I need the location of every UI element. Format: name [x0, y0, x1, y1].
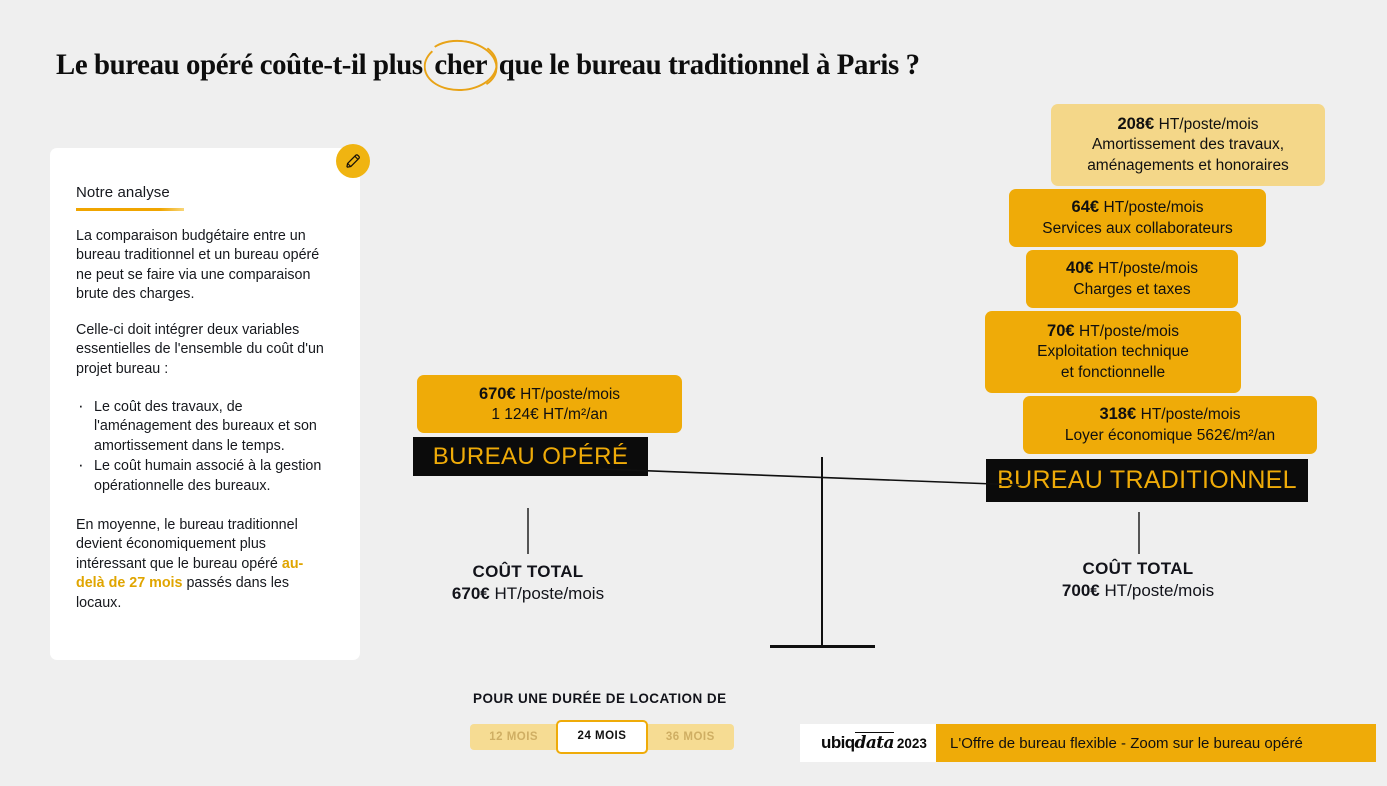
operated-total-unit: HT/poste/mois	[494, 584, 605, 603]
list-item: Le coût des travaux, de l'aménagement de…	[76, 396, 330, 457]
analysis-bullet-list: Le coût des travaux, de l'aménagement de…	[76, 396, 330, 497]
traditional-total-amount: 700€	[1061, 581, 1100, 600]
cost-primary-row: 70€ HT/poste/mois	[1047, 321, 1179, 343]
cost-description-line1: Services aux collaborateurs	[1042, 219, 1233, 237]
traditional-connector-line	[1138, 512, 1140, 554]
duration-label: POUR UNE DURÉE DE LOCATION DE	[473, 691, 727, 706]
title-part-before: Le bureau opéré coûte-t-il plus	[56, 48, 430, 81]
cost-amount: 40€	[1066, 259, 1094, 277]
footer-tagline: L'Offre de bureau flexible - Zoom sur le…	[936, 724, 1376, 762]
operated-total-value: 670€ HT/poste/mois	[408, 584, 648, 604]
brand-secondary: data	[854, 732, 895, 753]
traditional-cost-block-charges: 40€ HT/poste/mois Charges et taxes	[1026, 250, 1238, 308]
cost-primary-row: 64€ HT/poste/mois	[1072, 197, 1204, 219]
heading-underline	[76, 208, 184, 211]
balance-beam-icon	[600, 468, 1020, 486]
cost-primary-row: 208€ HT/poste/mois	[1117, 114, 1258, 136]
cost-primary-row: 318€ HT/poste/mois	[1099, 404, 1240, 426]
traditional-total-unit: HT/poste/mois	[1104, 581, 1215, 600]
title-highlight-text: cher	[434, 48, 488, 81]
cost-unit: HT/poste/mois	[1103, 199, 1204, 216]
analysis-paragraph-1: La comparaison budgétaire entre un burea…	[76, 227, 320, 303]
traditional-total-heading: COÛT TOTAL	[1082, 559, 1194, 578]
traditional-cost-block-amortissement: 208€ HT/poste/mois Amortissement des tra…	[1051, 104, 1325, 186]
cost-description-line1: Amortissement des travaux,	[1091, 136, 1285, 154]
cost-unit: HT/poste/mois	[1098, 260, 1198, 277]
traditional-cost-block-services: 64€ HT/poste/mois Services aux collabora…	[1009, 189, 1266, 247]
closing-after: passés dans les locaux.	[76, 575, 289, 611]
analysis-closing: En moyenne, le bureau traditionnel devie…	[76, 516, 330, 614]
closing-highlight: au-delà de 27 mois	[76, 555, 304, 592]
balance-post	[821, 457, 824, 645]
operated-total-amount: 670€	[451, 584, 490, 603]
duration-selector[interactable]: 12 MOIS 24 MOIS 36 MOIS	[470, 720, 734, 754]
operated-office-cost-block: 670€ HT/poste/mois 1 124€ HT/m²/an	[417, 375, 682, 433]
operated-cost-primary: 670€ HT/poste/mois	[479, 384, 620, 405]
title-part-after: que le bureau traditionnel à Paris ?	[491, 48, 920, 81]
cost-amount: 70€	[1047, 321, 1075, 340]
duration-option-36[interactable]: 36 MOIS	[665, 731, 715, 743]
page-title: Le bureau opéré coûte-t-il plus cher que…	[56, 36, 920, 95]
operated-total-heading: COÛT TOTAL	[472, 562, 584, 581]
operated-office-total: COÛT TOTAL 670€ HT/poste/mois	[408, 562, 648, 604]
cost-description-line1: Loyer économique 562€/m²/an	[1064, 426, 1276, 444]
cost-amount: 318€	[1099, 405, 1137, 423]
cost-unit: HT/poste/mois	[1158, 115, 1259, 133]
cost-description-line1: Charges et taxes	[1073, 280, 1191, 298]
operated-office-label: BUREAU OPÉRÉ	[413, 437, 648, 476]
cost-amount: 64€	[1071, 198, 1100, 216]
cost-primary-row: 40€ HT/poste/mois	[1066, 258, 1198, 280]
cost-unit: HT/poste/mois	[1140, 406, 1241, 423]
operated-cost-unit: HT/poste/mois	[520, 385, 621, 403]
edit-button[interactable]	[336, 144, 370, 178]
balance-base	[770, 645, 875, 648]
traditional-total-value: 700€ HT/poste/mois	[1018, 581, 1258, 601]
cost-unit: HT/poste/mois	[1079, 322, 1179, 340]
brand-primary: ubiq	[821, 733, 855, 752]
cost-description-line1: Exploitation technique	[1037, 343, 1189, 361]
duration-option-24[interactable]: 24 MOIS	[556, 720, 648, 754]
operated-cost-amount: 670€	[478, 384, 516, 403]
brand-year: 2023	[896, 736, 927, 751]
operated-connector-line	[527, 508, 529, 554]
duration-option-12[interactable]: 12 MOIS	[489, 731, 539, 743]
cost-description-line2: aménagements et honoraires	[1087, 156, 1289, 174]
cost-amount: 208€	[1117, 114, 1155, 133]
pencil-icon	[346, 154, 360, 168]
analysis-paragraph-2: Celle-ci doit intégrer deux variables es…	[76, 321, 324, 378]
list-item: Le coût humain associé à la gestion opér…	[76, 455, 330, 496]
traditional-cost-block-loyer: 318€ HT/poste/mois Loyer économique 562€…	[1023, 396, 1317, 454]
cost-description-line2: et fonctionnelle	[1060, 363, 1166, 381]
traditional-office-label: BUREAU TRADITIONNEL	[986, 459, 1308, 502]
closing-before: En moyenne, le bureau traditionnel devie…	[76, 516, 298, 572]
traditional-cost-block-exploitation: 70€ HT/poste/mois Exploitation technique…	[985, 311, 1241, 393]
traditional-office-total: COÛT TOTAL 700€ HT/poste/mois	[1018, 559, 1258, 601]
analysis-heading: Notre analyse	[76, 184, 170, 201]
operated-cost-secondary: 1 124€ HT/m²/an	[491, 405, 608, 423]
title-highlight-cher: cher	[421, 36, 501, 95]
analysis-card: Notre analyse La comparaison budgétaire …	[50, 148, 360, 660]
